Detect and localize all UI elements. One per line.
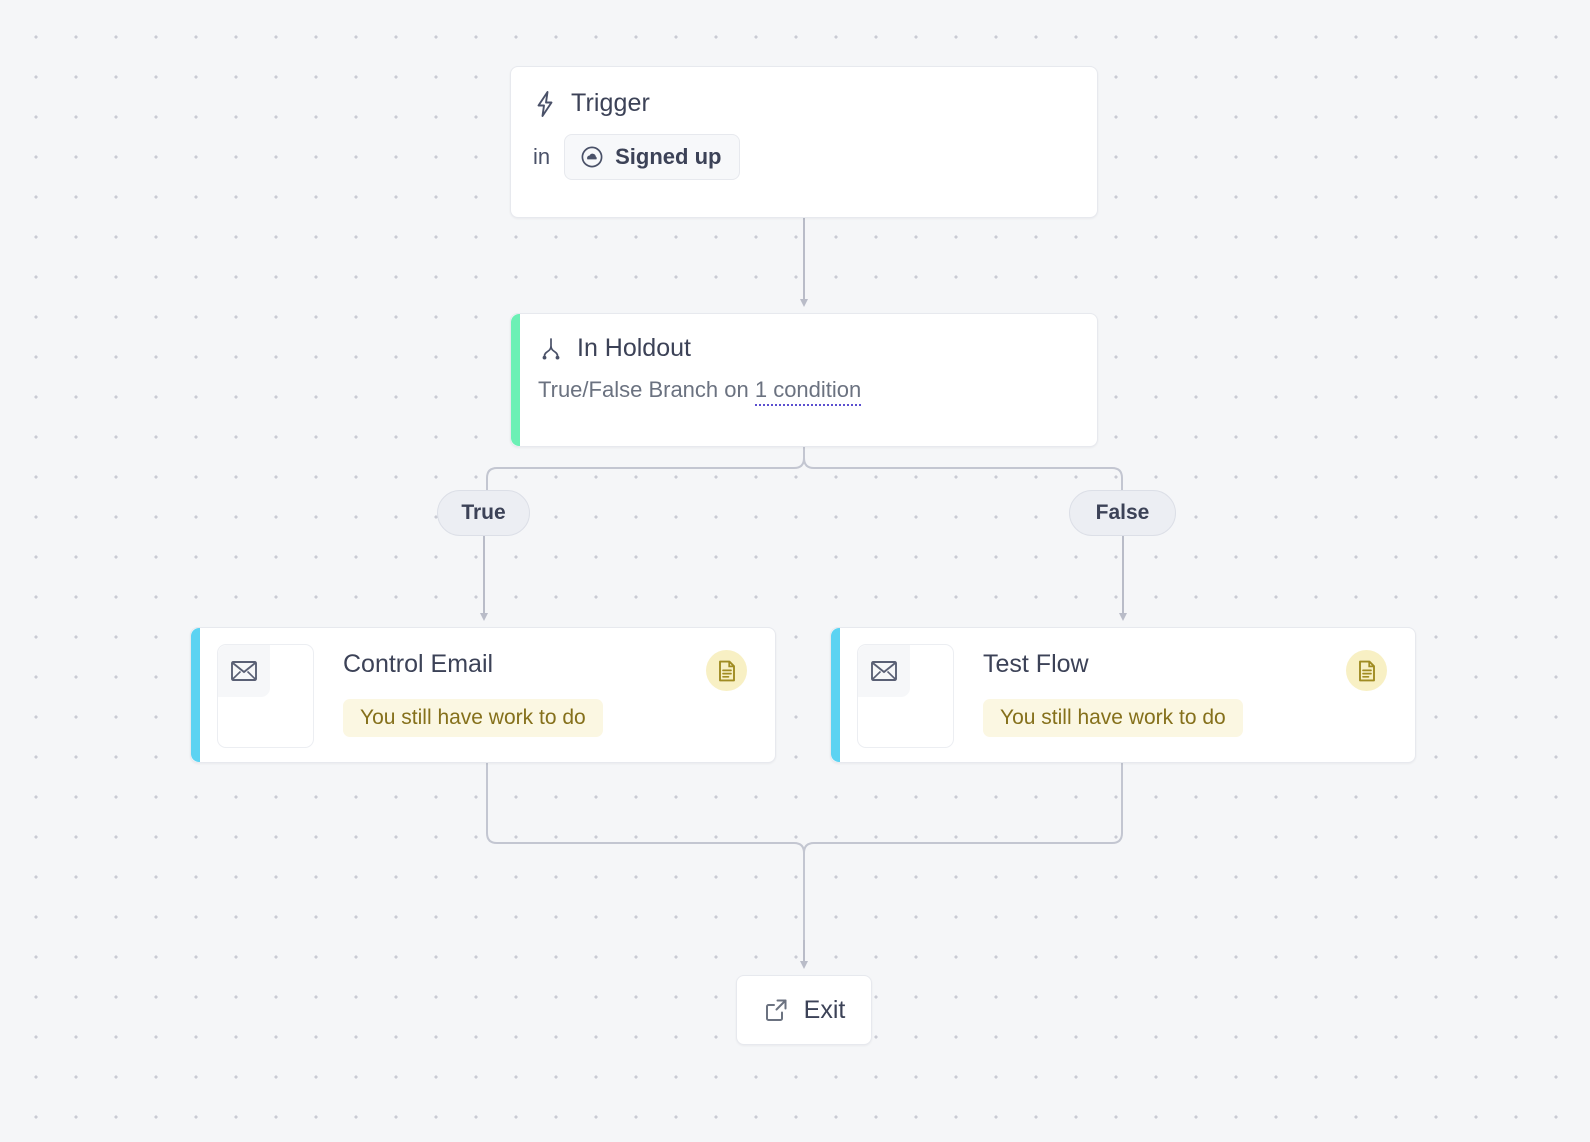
test-flow-node[interactable]: Test Flow You still have work to do [830, 627, 1416, 763]
branch-condition-link[interactable]: 1 condition [754, 377, 862, 406]
test-flow-document-badge[interactable] [1346, 650, 1387, 691]
trigger-audience-label: Signed up [615, 144, 722, 169]
branch-split-icon [539, 336, 563, 362]
document-icon [1357, 660, 1377, 682]
edge-branch-to-false [803, 447, 1123, 490]
branch-description: True/False Branch on 1 condition [511, 363, 1097, 406]
edge-branch-to-true [486, 447, 805, 490]
test-flow-accent-bar [831, 628, 840, 762]
test-flow-warning-pill: You still have work to do [983, 698, 1243, 737]
exit-node[interactable]: Exit [736, 975, 872, 1045]
edge-control-email-to-exit [486, 763, 805, 965]
trigger-preposition: in [533, 144, 551, 169]
trigger-subtitle-row: in Signed up [511, 118, 1097, 180]
document-icon [717, 660, 737, 682]
exit-label: Exit [803, 995, 846, 1024]
control-email-warning-pill: You still have work to do [343, 698, 603, 737]
control-email-thumbnail[interactable] [217, 644, 314, 748]
branch-title: In Holdout [577, 334, 691, 362]
trigger-audience-chip[interactable]: Signed up [564, 134, 741, 180]
branch-description-prefix: True/False Branch on [538, 377, 755, 402]
trigger-title-row: Trigger [511, 67, 1097, 118]
control-email-document-badge[interactable] [706, 650, 747, 691]
cloud-circle-icon [580, 145, 604, 169]
trigger-title: Trigger [571, 89, 650, 117]
envelope-icon [858, 645, 910, 697]
envelope-icon [218, 645, 270, 697]
trigger-node[interactable]: Trigger in Signed up [510, 66, 1098, 218]
test-flow-title: Test Flow [983, 650, 1089, 678]
branch-accent-bar [511, 314, 520, 446]
branch-node[interactable]: In Holdout True/False Branch on 1 condit… [510, 313, 1098, 447]
lightning-bolt-icon [533, 90, 557, 118]
control-email-node[interactable]: Control Email You still have work to do [190, 627, 776, 763]
branch-label-false[interactable]: False [1069, 490, 1176, 536]
branch-title-row: In Holdout [511, 314, 1097, 363]
edge-test-flow-to-exit [803, 763, 1123, 965]
branch-label-true[interactable]: True [437, 490, 530, 536]
external-link-icon [763, 997, 789, 1023]
test-flow-thumbnail[interactable] [857, 644, 954, 748]
control-email-accent-bar [191, 628, 200, 762]
control-email-title: Control Email [343, 650, 494, 678]
